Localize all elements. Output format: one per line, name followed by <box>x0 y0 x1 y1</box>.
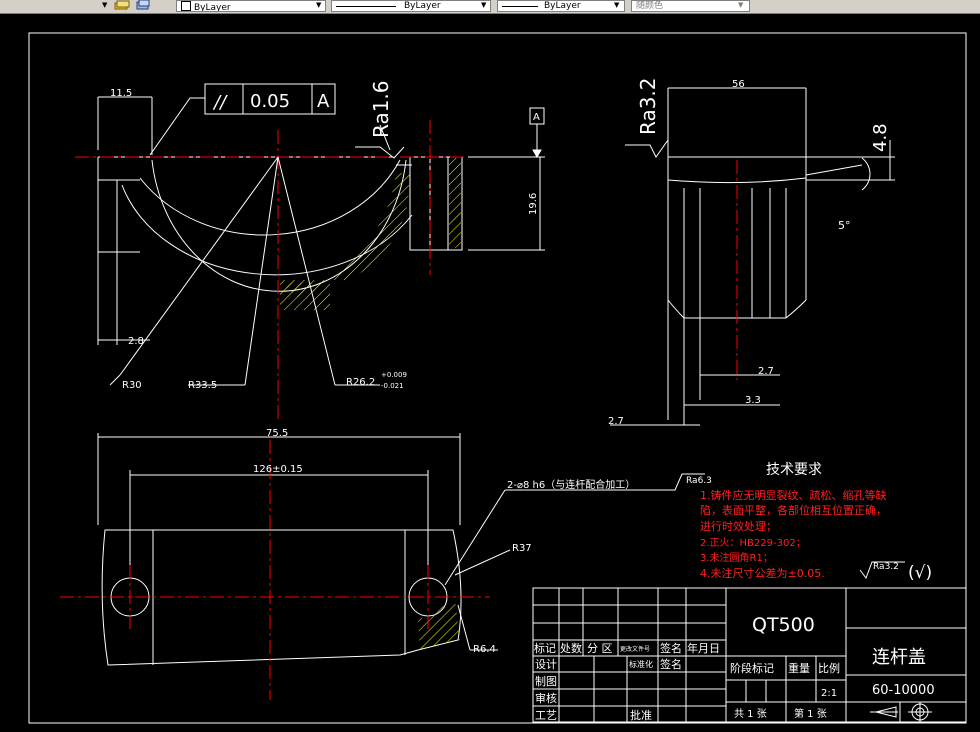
sheet-border <box>28 32 967 724</box>
side-view <box>610 87 895 426</box>
roughness-general-ra: Ra3.2 <box>873 562 899 572</box>
tolerance-upper: +0.009 <box>381 371 407 379</box>
tech-line-1: 1.铸件应无明显裂纹、疏松、缩孔等缺 <box>700 488 887 502</box>
tb-zone: 分 区 <box>587 642 613 655</box>
title-block <box>532 587 967 723</box>
plotstyle-value: 随颜色 <box>636 1 664 11</box>
dim-2-7-bottom: 2.7 <box>608 416 624 427</box>
radius-r26-2: R26.2 <box>346 377 375 388</box>
flatness-value: 0.05 <box>250 91 290 112</box>
tb-part-no: 60-10000 <box>872 683 935 698</box>
tb-part-name: 连杆盖 <box>872 647 926 668</box>
hole-note: 2-⌀8 h6（与连杆配合加工） <box>507 478 635 491</box>
lineweight-control[interactable]: ByLayer <box>497 0 625 12</box>
tb-approve: 批准 <box>630 708 652 722</box>
properties-toolbar: ▼ ByLayer ▼ ByLayer ▼ ByLayer ▼ 随颜色 ▼ <box>0 0 980 14</box>
tb-sign: 签名 <box>660 641 682 655</box>
layer-state-icon[interactable] <box>114 0 130 11</box>
roughness-ra6-3: Ra6.3 <box>686 476 712 486</box>
dim-3-3: 3.3 <box>745 395 761 406</box>
roughness-ra3-2-side: Ra3.2 <box>636 77 660 135</box>
tb-sheet: 第 1 张 <box>794 707 827 720</box>
roughness-ra1-6: Ra1.6 <box>369 80 393 138</box>
datum-a-label: A <box>533 112 540 123</box>
hatch-top-view <box>418 600 460 650</box>
linetype-control[interactable]: ByLayer <box>331 0 491 12</box>
dropdown-arrow-icon[interactable]: ▼ <box>316 1 322 9</box>
color-value: ByLayer <box>194 3 231 12</box>
tech-line-6: 4.未注尺寸公差为±0.05. <box>700 566 825 580</box>
tech-title: 技术要求 <box>766 462 822 478</box>
top-view <box>97 433 705 666</box>
tb-total: 共 1 张 <box>734 708 767 720</box>
roughness-general-icon <box>859 561 905 580</box>
tolerance-lower: -0.021 <box>381 382 404 390</box>
front-centerlines <box>75 120 540 420</box>
dropdown-arrow-icon[interactable]: ▼ <box>102 1 108 9</box>
tech-line-2: 陷，表面平整，各部位相互位置正确， <box>700 503 887 517</box>
dropdown-arrow-icon[interactable]: ▼ <box>481 1 487 9</box>
tb-sign2: 签名 <box>660 657 682 671</box>
tb-process: 工艺 <box>535 709 557 722</box>
plotstyle-control[interactable]: 随颜色 <box>631 0 750 12</box>
layer-previous-icon[interactable] <box>135 0 151 11</box>
dropdown-arrow-icon[interactable]: ▼ <box>614 1 620 9</box>
top-view-centerlines <box>60 440 490 700</box>
tb-change-doc: 更改文件号 <box>620 645 650 653</box>
dropdown-arrow-icon[interactable]: ▼ <box>738 1 744 9</box>
tb-draw: 制图 <box>535 675 557 688</box>
tb-date: 年月日 <box>687 641 720 655</box>
dim-19-6: 19.6 <box>528 193 539 215</box>
drawing-canvas[interactable]: 11.5 // 0.05 A Ra1.6 A 19.6 2.8 R30 R33.… <box>0 13 980 732</box>
dim-4-8: 4.8 <box>870 123 891 152</box>
tb-mark: 标记 <box>534 641 556 655</box>
flatness-datum: A <box>317 91 330 112</box>
tb-scale-label: 比例 <box>818 661 840 675</box>
dim-11-5: 11.5 <box>110 88 132 99</box>
tb-standard: 标准化 <box>629 659 653 669</box>
tech-line-3: 进行时效处理； <box>700 519 777 533</box>
linetype-value: ByLayer <box>404 1 441 11</box>
dim-2-8: 2.8 <box>128 336 144 347</box>
radius-r33-5: R33.5 <box>188 380 217 391</box>
dim-2-7-side: 2.7 <box>758 366 774 377</box>
color-control[interactable]: ByLayer <box>176 0 326 12</box>
tb-count: 处数 <box>560 642 582 655</box>
tb-material: QT500 <box>752 614 815 636</box>
tb-design: 设计 <box>535 658 557 671</box>
angle-5deg: 5° <box>838 219 851 232</box>
hatch-front-2 <box>449 158 461 248</box>
hatch-front-3 <box>280 283 330 310</box>
radius-r37: R37 <box>512 543 532 554</box>
dim-75-5: 75.5 <box>266 428 288 439</box>
front-dimensions <box>97 83 545 386</box>
tech-line-4: 2.正火：HB229-302； <box>700 537 806 549</box>
dim-56: 56 <box>732 79 745 90</box>
radius-r30: R30 <box>122 380 142 391</box>
tb-scale: 2:1 <box>821 688 837 699</box>
tb-check: 审核 <box>535 691 557 705</box>
tb-stage: 阶段标记 <box>730 661 774 675</box>
dim-126: 126±0.15 <box>253 464 303 475</box>
radius-r6-4: R6.4 <box>473 644 496 655</box>
tb-weight: 重量 <box>788 661 810 675</box>
projection-symbol-icon <box>870 702 932 722</box>
roughness-general-rest: (√) <box>908 563 932 583</box>
flatness-symbol: // <box>212 92 228 113</box>
tech-line-5: 3.未注圆角R1； <box>700 551 773 564</box>
lineweight-value: ByLayer <box>544 1 581 11</box>
